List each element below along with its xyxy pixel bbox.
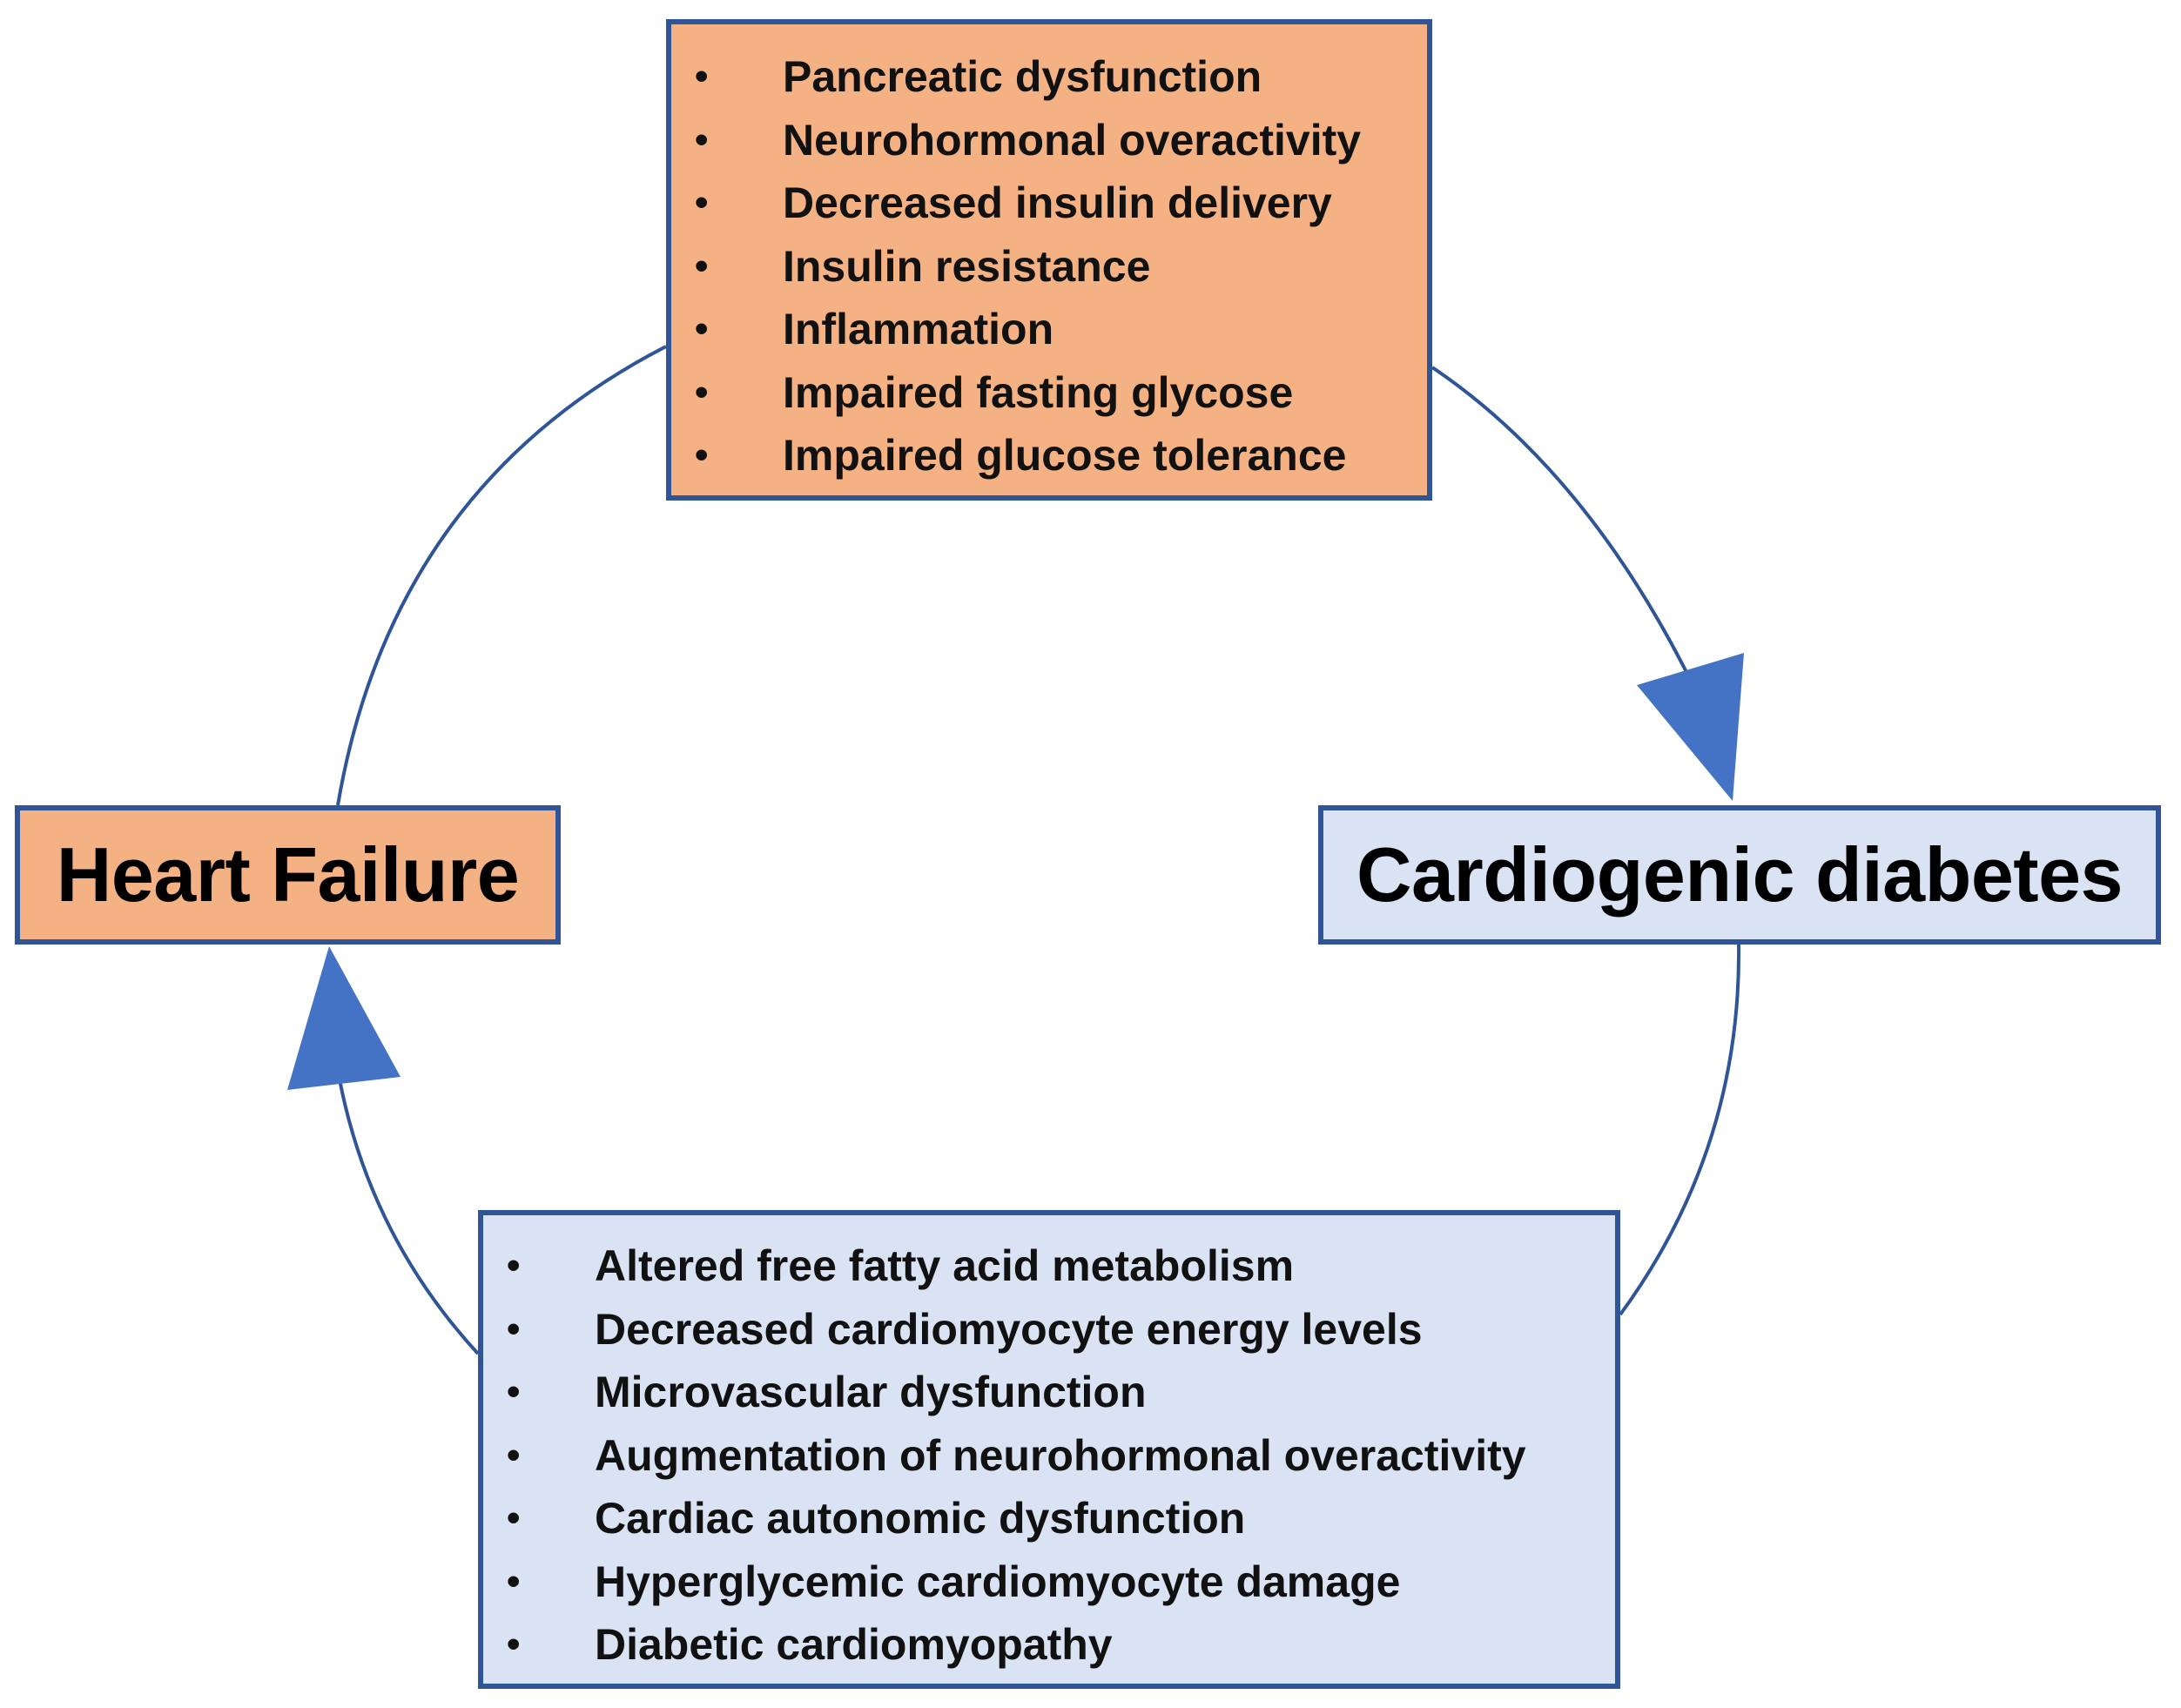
cardiogenic-diabetes-label: Cardiogenic diabetes — [1356, 831, 2124, 918]
mechanism-item: •Pancreatic dysfunction — [695, 52, 1262, 101]
mechanism-item: •Altered free fatty acid metabolism — [507, 1241, 1295, 1290]
cardiogenic-diabetes-node: Cardiogenic diabetes — [1318, 805, 2161, 945]
mechanism-item: •Decreased cardiomyocyte energy levels — [507, 1304, 1423, 1354]
mechanism-item: •Augmentation of neurohormonal overactiv… — [507, 1430, 1526, 1480]
connector-hf-to-top-box — [336, 345, 667, 806]
heart-failure-node: Heart Failure — [15, 805, 561, 945]
mechanism-item: •Impaired fasting glycose — [695, 367, 1294, 417]
mechanism-item: •Diabetic cardiomyopathy — [507, 1620, 1113, 1669]
connector-top-box-to-cd — [1430, 366, 1691, 678]
connector-bottom-box-to-hf — [338, 1079, 480, 1355]
mechanism-item: •Insulin resistance — [695, 241, 1151, 291]
hf-to-diabetes-mechanisms-list: •Pancreatic dysfunction •Neurohormonal o… — [671, 24, 1427, 488]
diabetes-to-hf-mechanisms-box: •Altered free fatty acid metabolism •Dec… — [478, 1210, 1620, 1689]
diabetes-to-hf-mechanisms-list: •Altered free fatty acid metabolism •Dec… — [483, 1215, 1615, 1677]
mechanism-item: •Neurohormonal overactivity — [695, 115, 1362, 165]
mechanism-item: •Impaired glucose tolerance — [695, 431, 1347, 480]
mechanism-item: •Microvascular dysfunction — [507, 1368, 1147, 1416]
mechanism-item: •Hyperglycemic cardiomyocyte damage — [507, 1557, 1401, 1606]
mechanism-item: •Cardiac autonomic dysfunction — [507, 1494, 1246, 1543]
hf-to-diabetes-mechanisms-box: •Pancreatic dysfunction •Neurohormonal o… — [666, 19, 1432, 501]
mechanism-item: •Decreased insulin delivery — [695, 178, 1332, 227]
arrowhead-to-heart-failure — [287, 946, 401, 1090]
heart-failure-label: Heart Failure — [56, 831, 520, 918]
arrowhead-to-cardiogenic-diabetes — [1637, 653, 1744, 801]
connector-cd-to-bottom-box — [1619, 944, 1741, 1316]
mechanism-item: •Inflammation — [695, 305, 1054, 353]
